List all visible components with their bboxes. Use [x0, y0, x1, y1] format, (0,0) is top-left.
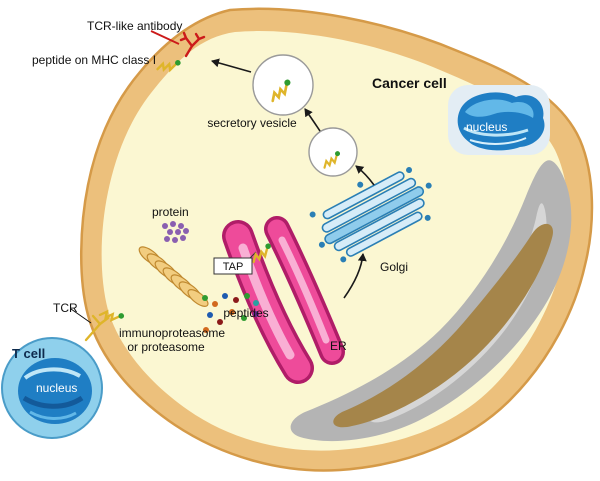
brown-streak [333, 223, 553, 428]
label-protein: protein [152, 205, 189, 219]
nucleus-wave-2 [469, 137, 527, 145]
t-cell [1, 337, 103, 439]
tap-box [213, 257, 253, 275]
label-cancer-nucleus: nucleus [466, 120, 507, 134]
tcr-pointer-line [70, 308, 92, 324]
label-tcr-like-antibody: TCR-like antibody [87, 19, 182, 33]
label-immunoproteasome-2: or proteasome [127, 340, 205, 354]
antibody-pointer-line [150, 30, 180, 45]
label-cancer-cell: Cancer cell [372, 75, 447, 91]
peptide-dots [202, 293, 259, 333]
t-cell-nucleus-wave-2 [29, 410, 77, 420]
surface-complex [150, 30, 206, 78]
arrow-vesicle-to-vesicle [304, 108, 321, 132]
nucleus-wave [463, 126, 529, 137]
protein-cluster [162, 221, 189, 243]
nucleus-highlight [465, 99, 534, 118]
tap-transporter: TAP [213, 241, 274, 275]
endoplasmic-reticulum [222, 216, 345, 384]
vesicle-small [308, 127, 358, 177]
transport-arrows [211, 58, 375, 299]
label-t-cell: T cell [12, 346, 45, 361]
golgi-apparatus [309, 167, 432, 263]
label-golgi: Golgi [380, 260, 408, 274]
vesicle-large [252, 54, 314, 116]
label-er: ER [330, 339, 347, 353]
tcr-synapse [70, 301, 127, 342]
arrow-vesicle-to-surface [211, 58, 252, 73]
cytoskeleton-matrix [290, 160, 572, 442]
label-t-nucleus: nucleus [36, 381, 77, 395]
tap-label: TAP [223, 261, 244, 273]
label-peptide-on-mhc: peptide on MHC class I [32, 53, 156, 67]
label-peptides: peptides [223, 306, 268, 320]
label-immunoproteasome-1: immunoproteasome [119, 326, 225, 340]
label-secretory-vesicle: secretory vesicle [207, 116, 297, 130]
label-tcr: TCR [53, 301, 78, 315]
t-cell-nucleus-wave [23, 367, 81, 380]
arrow-golgi-to-vesicle [355, 165, 375, 186]
cancer-nucleus [448, 85, 550, 155]
t-cell-nucleus-shade [22, 395, 84, 409]
tcr-like-antibody-icon [179, 31, 206, 58]
proteasome [138, 246, 209, 307]
secretory-vesicles [252, 54, 358, 177]
arrow-er-to-golgi [343, 253, 367, 299]
